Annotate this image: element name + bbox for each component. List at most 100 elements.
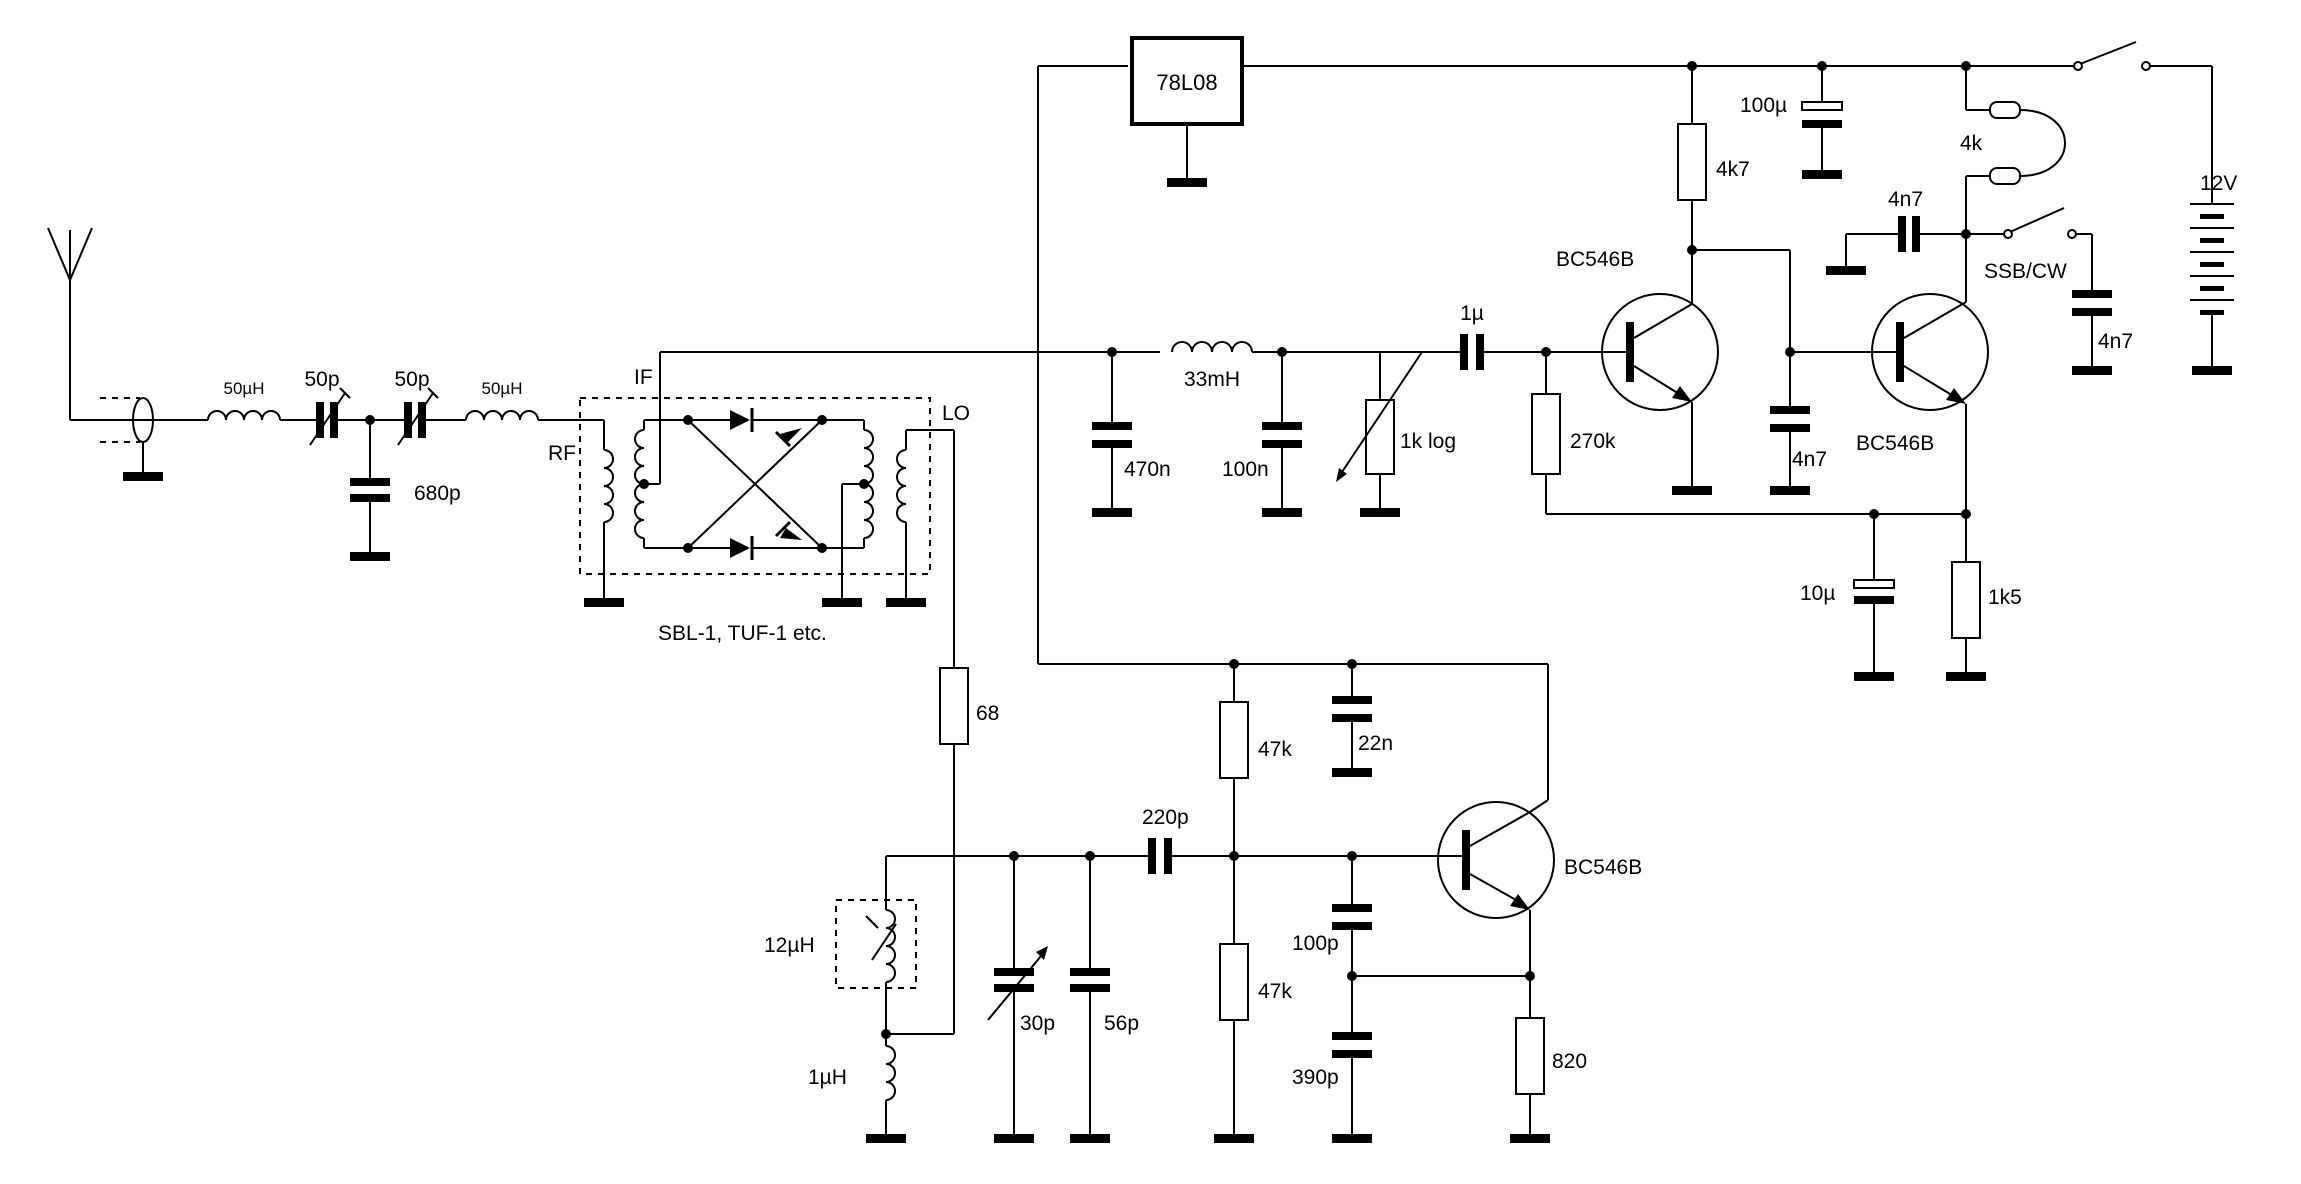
capacitor-390p: 390p	[1292, 976, 1372, 1143]
resistor-820-label: 820	[1552, 1050, 1587, 1073]
ground-symbol	[1214, 1134, 1254, 1143]
inductor-50uh-2-label: 50µH	[482, 379, 523, 398]
capacitor-100n-label: 100n	[1222, 458, 1269, 481]
transistor-q3-label: BC546B	[1564, 856, 1642, 879]
ground-symbol	[1262, 508, 1302, 517]
resistor-47k-bottom-label: 47k	[1258, 980, 1292, 1003]
transistor-q1-label: BC546B	[1556, 248, 1634, 271]
ground-symbol	[1854, 672, 1894, 681]
ground-symbol	[1092, 508, 1132, 517]
trimmer-cap-50p-2: 50p	[370, 368, 466, 446]
trimmer-cap-50p-1-label: 50p	[304, 368, 339, 391]
resistor-68-label: 68	[976, 702, 999, 725]
headphones-label: 4k	[1960, 132, 1983, 155]
headphones-4k: 4k	[1960, 66, 2066, 234]
ground-symbol	[866, 1134, 906, 1143]
ground-symbol	[1826, 266, 1866, 275]
capacitor-680p: 680p	[350, 420, 461, 561]
ground-symbol	[1360, 508, 1400, 517]
capacitor-470n-label: 470n	[1124, 458, 1171, 481]
mixer-if-label: IF	[634, 366, 653, 389]
resistor-270k-label: 270k	[1570, 430, 1616, 453]
capacitor-10u: 10µ	[1800, 514, 1895, 681]
resistor-820: 820	[1510, 1017, 1587, 1143]
ground-symbol	[1770, 486, 1810, 495]
switch-ssb-cw: SSB/CW 4n7	[1966, 207, 2133, 375]
mixer-lo-label: LO	[942, 402, 970, 425]
capacitor-10u-label: 10µ	[1800, 582, 1835, 605]
inductor-1uh: 1µH	[808, 1034, 906, 1143]
resistor-1k5-label: 1k5	[1988, 586, 2022, 609]
resistor-47k-top-label: 47k	[1258, 738, 1292, 761]
capacitor-220p-label: 220p	[1142, 806, 1189, 829]
ground-symbol	[1070, 1134, 1110, 1143]
resistor-270k: 270k	[1531, 352, 1966, 515]
mixer-part-label: SBL-1, TUF-1 etc.	[658, 622, 827, 645]
capacitor-680p-label: 680p	[414, 482, 461, 505]
capacitor-100u-label: 100µ	[1740, 94, 1787, 117]
regulator-label: 78L08	[1156, 70, 1217, 95]
capacitor-56p: 56p	[1070, 856, 1139, 1143]
ground-symbol	[123, 472, 163, 481]
transistor-q3: BC546B	[1437, 664, 1642, 1018]
capacitor-56p-label: 56p	[1104, 1012, 1139, 1035]
trimmer-cap-50p-1: 50p	[304, 368, 370, 446]
ground-symbol	[1672, 486, 1712, 495]
capacitor-220p: 220p	[1142, 806, 1440, 874]
ground-symbol	[1167, 178, 1207, 187]
capacitor-1u-label: 1µ	[1460, 302, 1484, 325]
capacitor-470n: 470n	[1092, 352, 1171, 517]
trimmer-cap-30p-label: 30p	[1020, 1012, 1055, 1035]
ground-symbol	[1332, 768, 1372, 777]
inductor-12uh-label: 12µH	[764, 934, 815, 957]
ground-symbol	[350, 552, 390, 561]
inductor-50uh-1: 50µH	[207, 379, 316, 421]
battery-12v: 12V	[2190, 66, 2237, 375]
inductor-50uh-2: 50µH	[465, 379, 605, 450]
inductor-33mh-label: 33mH	[1184, 368, 1240, 391]
resistor-47k-bottom: 47k	[1214, 856, 1292, 1143]
trimmer-cap-30p: 30p	[987, 856, 1055, 1143]
ground-symbol	[1946, 672, 1986, 681]
resistor-4k7: 4k7	[1677, 66, 1750, 250]
capacitor-4n7-b-label: 4n7	[1888, 188, 1923, 211]
transistor-q2: BC546B	[1856, 234, 1989, 514]
inductor-12uh: 12µH	[764, 899, 917, 1034]
power-switch	[2073, 41, 2212, 71]
transistor-q1: BC546B	[1556, 248, 1719, 495]
antenna-symbol	[47, 227, 93, 420]
capacitor-100p-label: 100p	[1292, 932, 1339, 955]
transistor-q2-label: BC546B	[1856, 432, 1934, 455]
capacitor-100n: 100n	[1222, 352, 1302, 517]
capacitor-390p-label: 390p	[1292, 1066, 1339, 1089]
resistor-68: 68	[886, 667, 999, 1035]
capacitor-4n7-b: 4n7	[1826, 188, 1966, 275]
coax-connector	[70, 397, 208, 481]
trimmer-cap-50p-2-label: 50p	[394, 368, 429, 391]
ground-symbol	[1802, 170, 1842, 179]
capacitor-4n7-a-label: 4n7	[1792, 448, 1827, 471]
inductor-50uh-1-label: 50µH	[224, 379, 265, 398]
battery-label: 12V	[2200, 172, 2237, 195]
ground-symbol	[822, 598, 862, 607]
capacitor-100p: 100p	[1292, 856, 1372, 976]
ground-symbol	[1510, 1134, 1550, 1143]
ground-symbol	[886, 598, 926, 607]
ground-symbol	[2192, 366, 2232, 375]
potentiometer-label: 1k log	[1400, 430, 1456, 453]
resistor-47k-top: 47k	[1219, 664, 1292, 856]
ground-symbol	[994, 1134, 1034, 1143]
inductor-1uh-label: 1µH	[808, 1066, 847, 1089]
ground-symbol	[584, 598, 624, 607]
inductor-33mh: 33mH	[1160, 336, 1420, 391]
capacitor-4n7-c-label: 4n7	[2098, 330, 2133, 353]
potentiometer-1k-log: 1k log	[1336, 351, 1460, 517]
resistor-1k5: 1k5	[1946, 514, 2022, 681]
ground-symbol	[2072, 366, 2112, 375]
mixer-rf-label: RF	[548, 442, 576, 465]
capacitor-100u: 100µ	[1740, 66, 1843, 179]
capacitor-1u: 1µ	[1420, 302, 1600, 370]
switch-ssb-cw-label: SSB/CW	[1984, 260, 2067, 283]
